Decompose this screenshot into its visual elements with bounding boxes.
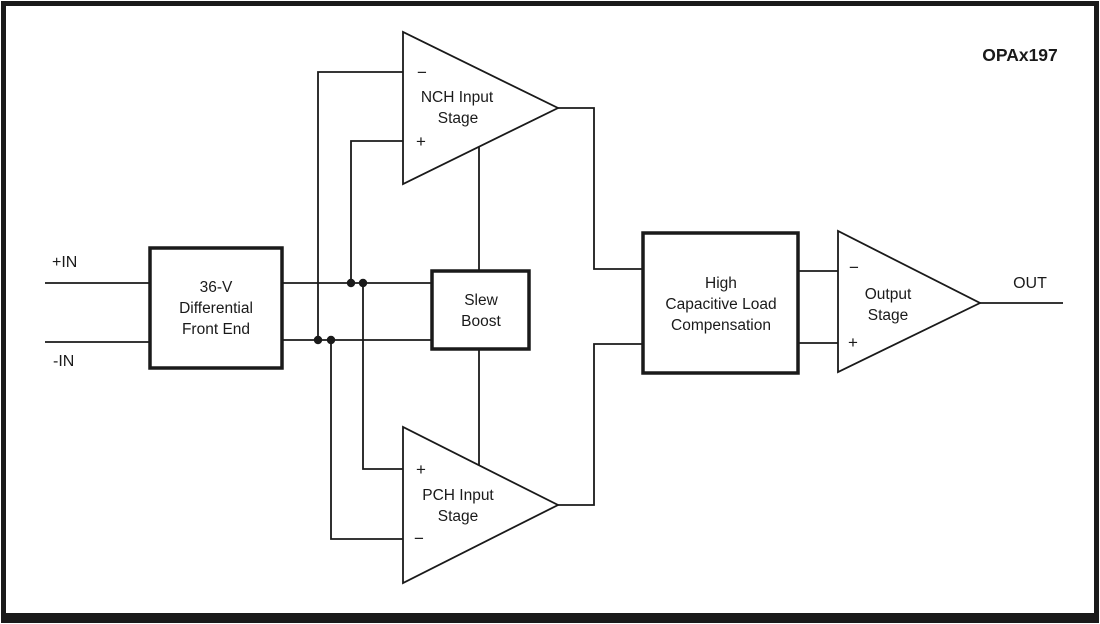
- nch-plus-sign: +: [416, 132, 426, 151]
- front-end-block: 36-V Differential Front End: [148, 246, 284, 370]
- pch-text-2: Stage: [438, 508, 479, 525]
- nch-triangle: [402, 30, 561, 186]
- wire-nch-output: [558, 107, 643, 270]
- slew-boost-box: [430, 269, 531, 351]
- out-label: OUT: [1013, 275, 1047, 292]
- pch-text-1: PCH Input: [422, 487, 494, 504]
- wire-nch-minus-branch: [317, 71, 403, 340]
- nch-text-1: NCH Input: [421, 89, 494, 106]
- junction-dot-nch-minus: [313, 335, 323, 345]
- pch-input-stage-block: + − PCH Input Stage: [402, 425, 561, 585]
- pch-triangle: [402, 425, 561, 585]
- output-stage-triangle: [837, 229, 983, 374]
- nch-minus-sign: −: [417, 63, 427, 82]
- output-minus-sign: −: [849, 258, 859, 277]
- output-stage-text-2: Stage: [868, 307, 909, 324]
- plus-in-label: +IN: [52, 254, 77, 271]
- diagram-frame-bottom-bar: [1, 613, 1099, 623]
- minus-in-label: -IN: [53, 353, 74, 370]
- slew-boost-block: Slew Boost: [430, 269, 531, 351]
- wire-pch-output: [558, 343, 643, 506]
- pch-plus-sign: +: [416, 460, 426, 479]
- front-end-text-3: Front End: [182, 321, 250, 338]
- wire-nch-plus-branch: [350, 140, 403, 283]
- front-end-text-2: Differential: [179, 300, 253, 317]
- slew-boost-text-2: Boost: [461, 313, 501, 330]
- output-plus-sign: +: [848, 333, 858, 352]
- wire-pch-plus-branch: [362, 283, 403, 470]
- compensation-text-2: Capacitive Load: [665, 296, 776, 313]
- wire-pch-minus-branch: [330, 340, 403, 540]
- nch-text-2: Stage: [438, 110, 479, 127]
- compensation-text-3: Compensation: [671, 317, 771, 334]
- compensation-box: [641, 231, 800, 375]
- compensation-text-1: High: [705, 275, 737, 292]
- junction-dot-nch-plus: [346, 278, 356, 288]
- output-stage-block: − + Output Stage: [837, 229, 983, 374]
- front-end-box: [148, 246, 284, 370]
- junction-dot-pch-plus: [358, 278, 368, 288]
- chip-title: OPAx197: [982, 45, 1058, 65]
- compensation-block: High Capacitive Load Compensation: [641, 231, 800, 375]
- junction-dot-pch-minus: [326, 335, 336, 345]
- pch-minus-sign: −: [414, 529, 424, 548]
- front-end-text-1: 36-V: [200, 279, 233, 296]
- slew-boost-text-1: Slew: [464, 292, 498, 309]
- nch-input-stage-block: − + NCH Input Stage: [402, 30, 561, 186]
- output-stage-text-1: Output: [865, 286, 912, 303]
